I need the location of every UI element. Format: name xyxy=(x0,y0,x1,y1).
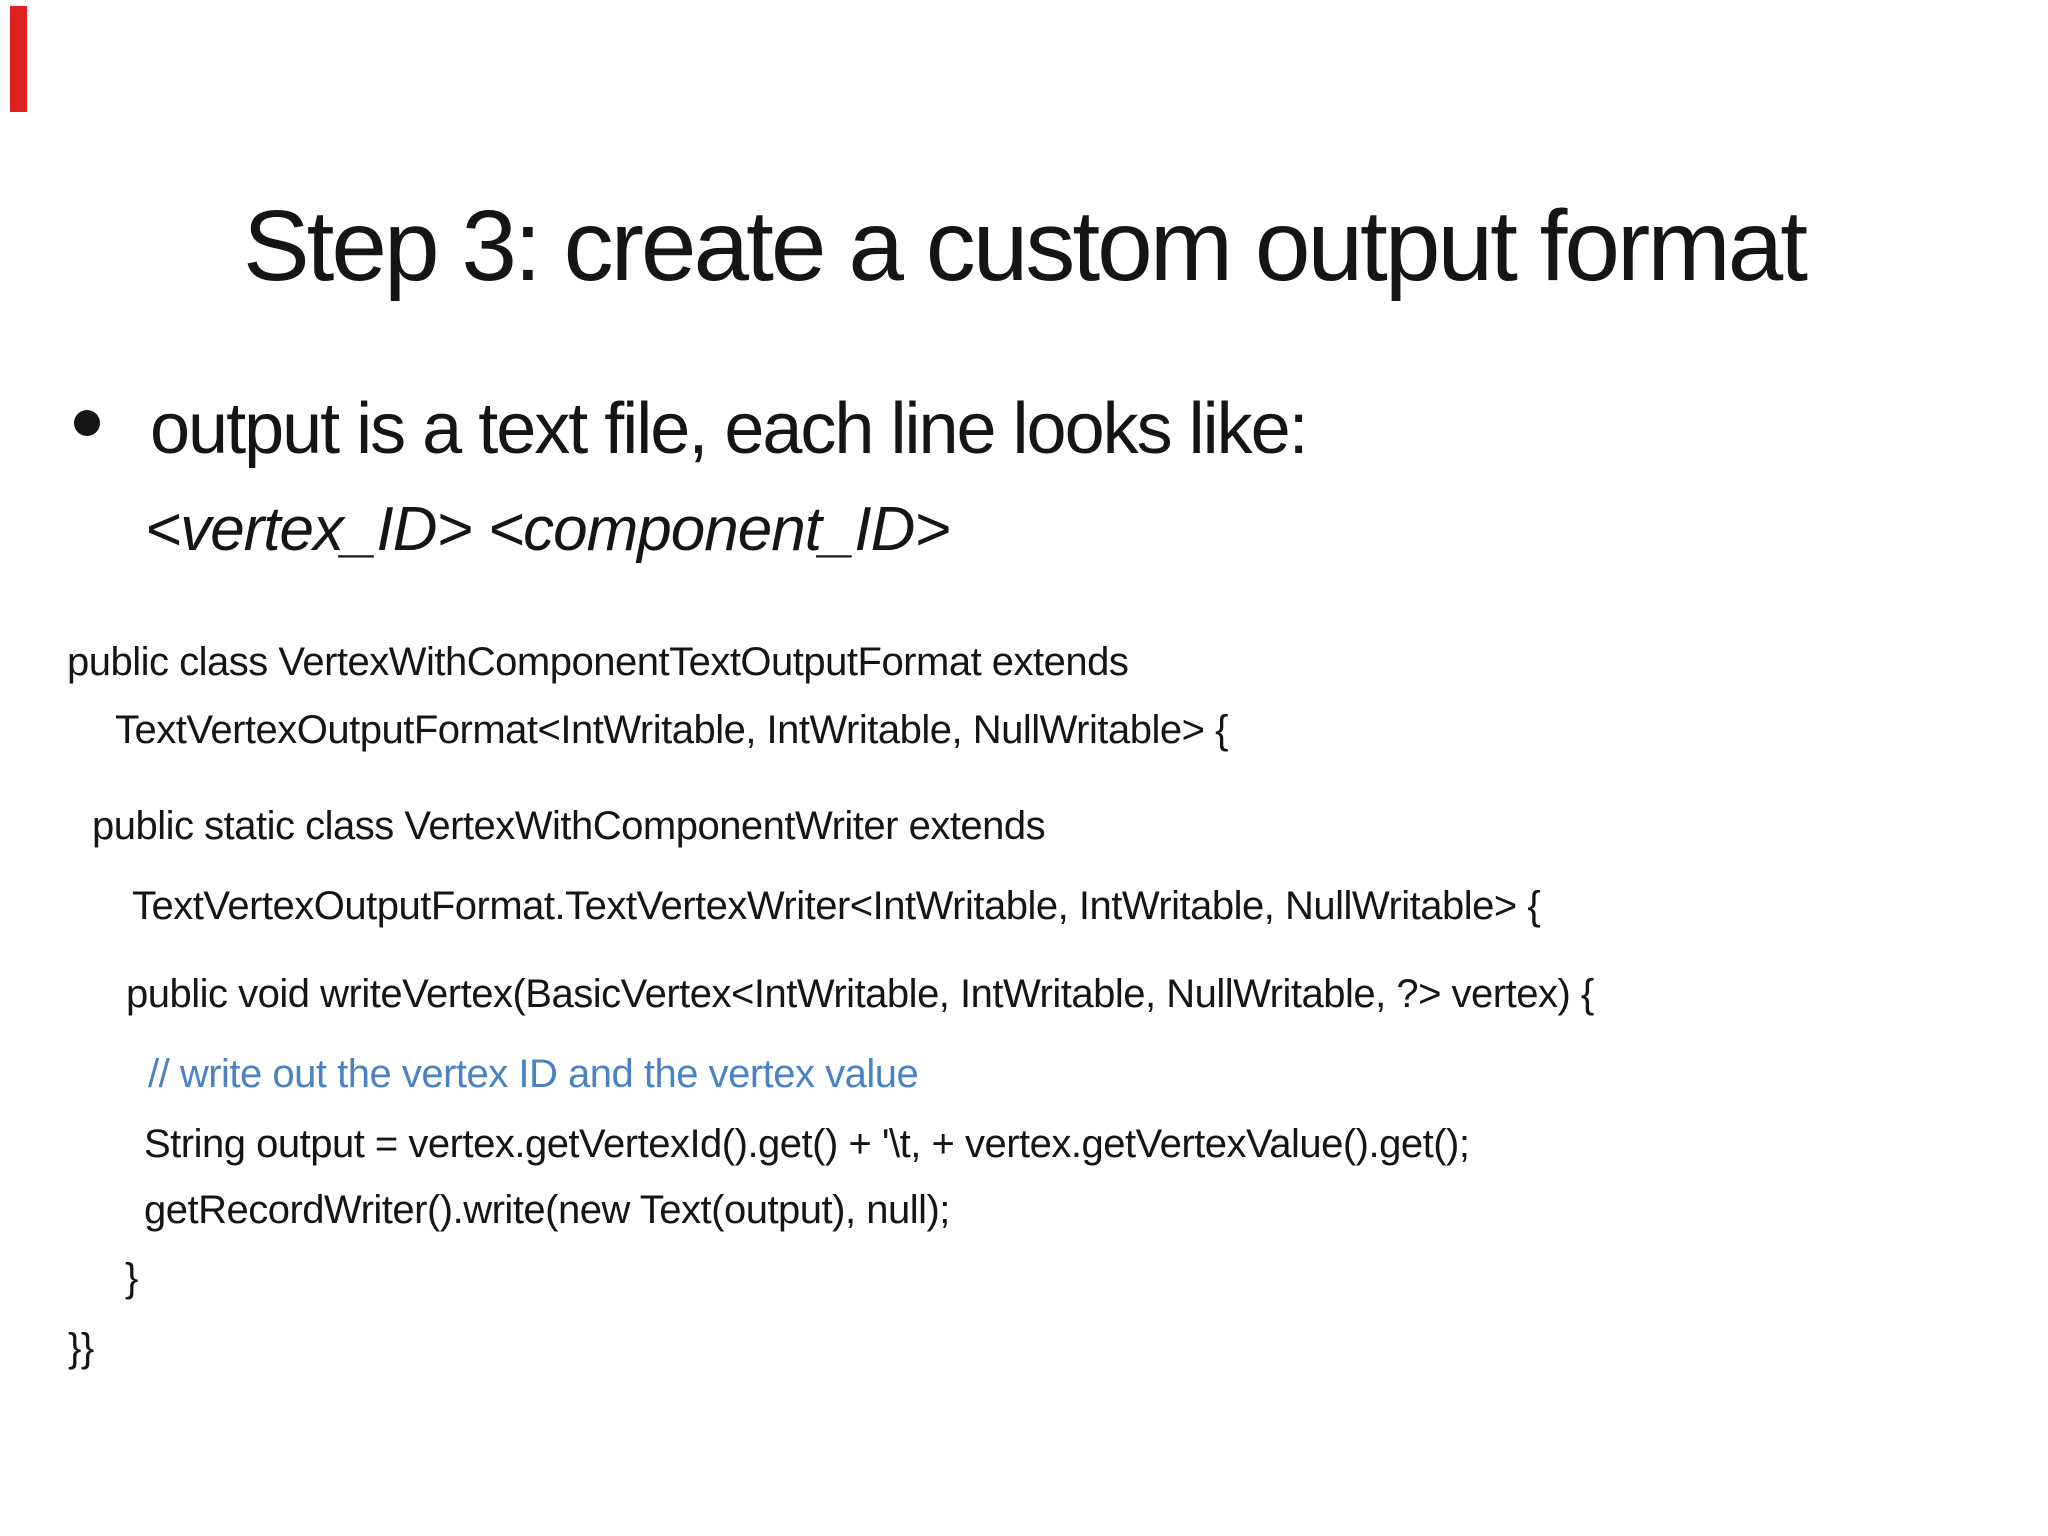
code-line-1: public class VertexWithComponentTextOutp… xyxy=(67,640,1129,684)
code-comment-line: // write out the vertex ID and the verte… xyxy=(148,1052,919,1096)
slide-title: Step 3: create a custom output format xyxy=(242,190,1808,302)
code-line-5: public void writeVertex(BasicVertex<IntW… xyxy=(126,972,1594,1016)
code-line-8: getRecordWriter().write(new Text(output)… xyxy=(144,1188,950,1232)
red-marker-bar xyxy=(10,6,27,112)
bullet-dot xyxy=(74,410,100,436)
code-line-9: } xyxy=(125,1256,138,1300)
code-line-4: TextVertexOutputFormat.TextVertexWriter<… xyxy=(132,884,1541,928)
code-line-10: }} xyxy=(68,1326,94,1370)
code-line-2: TextVertexOutputFormat<IntWritable, IntW… xyxy=(115,708,1228,752)
bullet-text: output is a text file, each line looks l… xyxy=(150,389,1309,469)
code-line-7: String output = vertex.getVertexId().get… xyxy=(144,1122,1470,1166)
output-pattern-text: <vertex_ID> <component_ID> xyxy=(145,495,951,564)
code-line-3: public static class VertexWithComponentW… xyxy=(92,804,1046,848)
